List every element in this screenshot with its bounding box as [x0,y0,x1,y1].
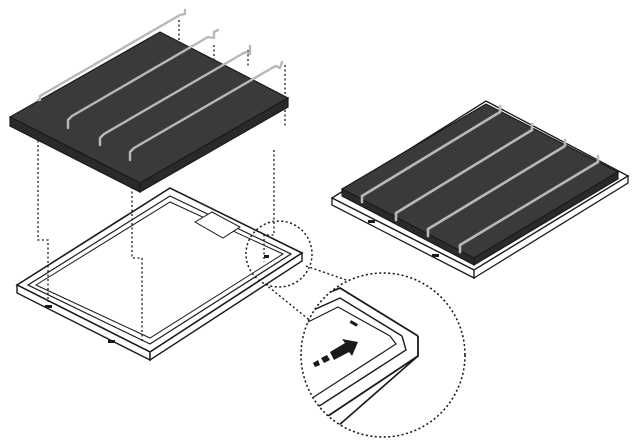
wire-clips-exploded [36,8,284,162]
zoomed-corner [301,286,419,437]
insert-arrow-icon [313,339,358,367]
wire-clips-assembled [360,104,600,254]
exploded-view [8,8,304,362]
detail-source-circle [245,220,313,288]
filter-panel-exploded [8,31,290,194]
detail-callout [245,220,466,438]
base-frame [15,187,304,362]
detail-zoom-circle [301,273,465,437]
assembled-view [330,100,630,280]
filter-panel-assembled [340,103,620,266]
